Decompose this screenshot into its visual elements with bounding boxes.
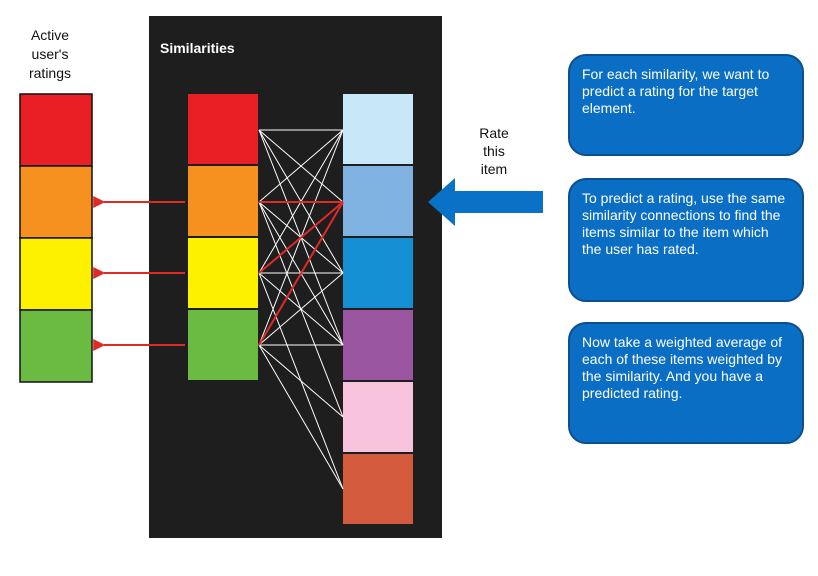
similarity-item-block-2: [188, 238, 258, 308]
active-rating-block-0: [19, 93, 93, 167]
connection-line-18: [258, 201, 344, 274]
rate-item-arrow: [428, 178, 543, 226]
similarity-item-block-0: [188, 94, 258, 164]
connection-line-13: [258, 272, 344, 346]
target-item-block-3: [343, 310, 413, 380]
predicted-rating-arrows: [93, 196, 185, 351]
connection-line-4: [258, 129, 344, 203]
similarities-title: Similarities: [160, 40, 235, 56]
target-item-block-4: [343, 382, 413, 452]
active-rating-block-2: [19, 237, 93, 311]
target-item-block-5: [343, 454, 413, 524]
callout-predict-target: For each similarity, we want to predict …: [568, 54, 804, 156]
active-ratings-label: Active user's ratings: [28, 27, 72, 81]
callout-weighted-average: Now take a weighted average of each of t…: [568, 322, 804, 444]
active-rating-block-3: [19, 309, 93, 383]
active-rating-block-1: [19, 165, 93, 239]
rate-item-label: Rate this item: [479, 125, 509, 177]
active-ratings-column: [19, 93, 93, 383]
similarity-item-block-3: [188, 310, 258, 380]
similarity-connections: [258, 129, 344, 490]
similarity-item-block-1: [188, 166, 258, 236]
target-item-block-0: [343, 94, 413, 164]
target-item-block-2: [343, 238, 413, 308]
target-items-column: [343, 94, 413, 524]
connection-line-19: [258, 201, 344, 346]
target-item-block-1: [343, 166, 413, 236]
callout-use-connections: To predict a rating, use the same simila…: [568, 178, 804, 302]
connection-line-15: [258, 344, 344, 418]
connection-line-16: [258, 344, 344, 490]
similarity-items-column: [188, 94, 258, 380]
